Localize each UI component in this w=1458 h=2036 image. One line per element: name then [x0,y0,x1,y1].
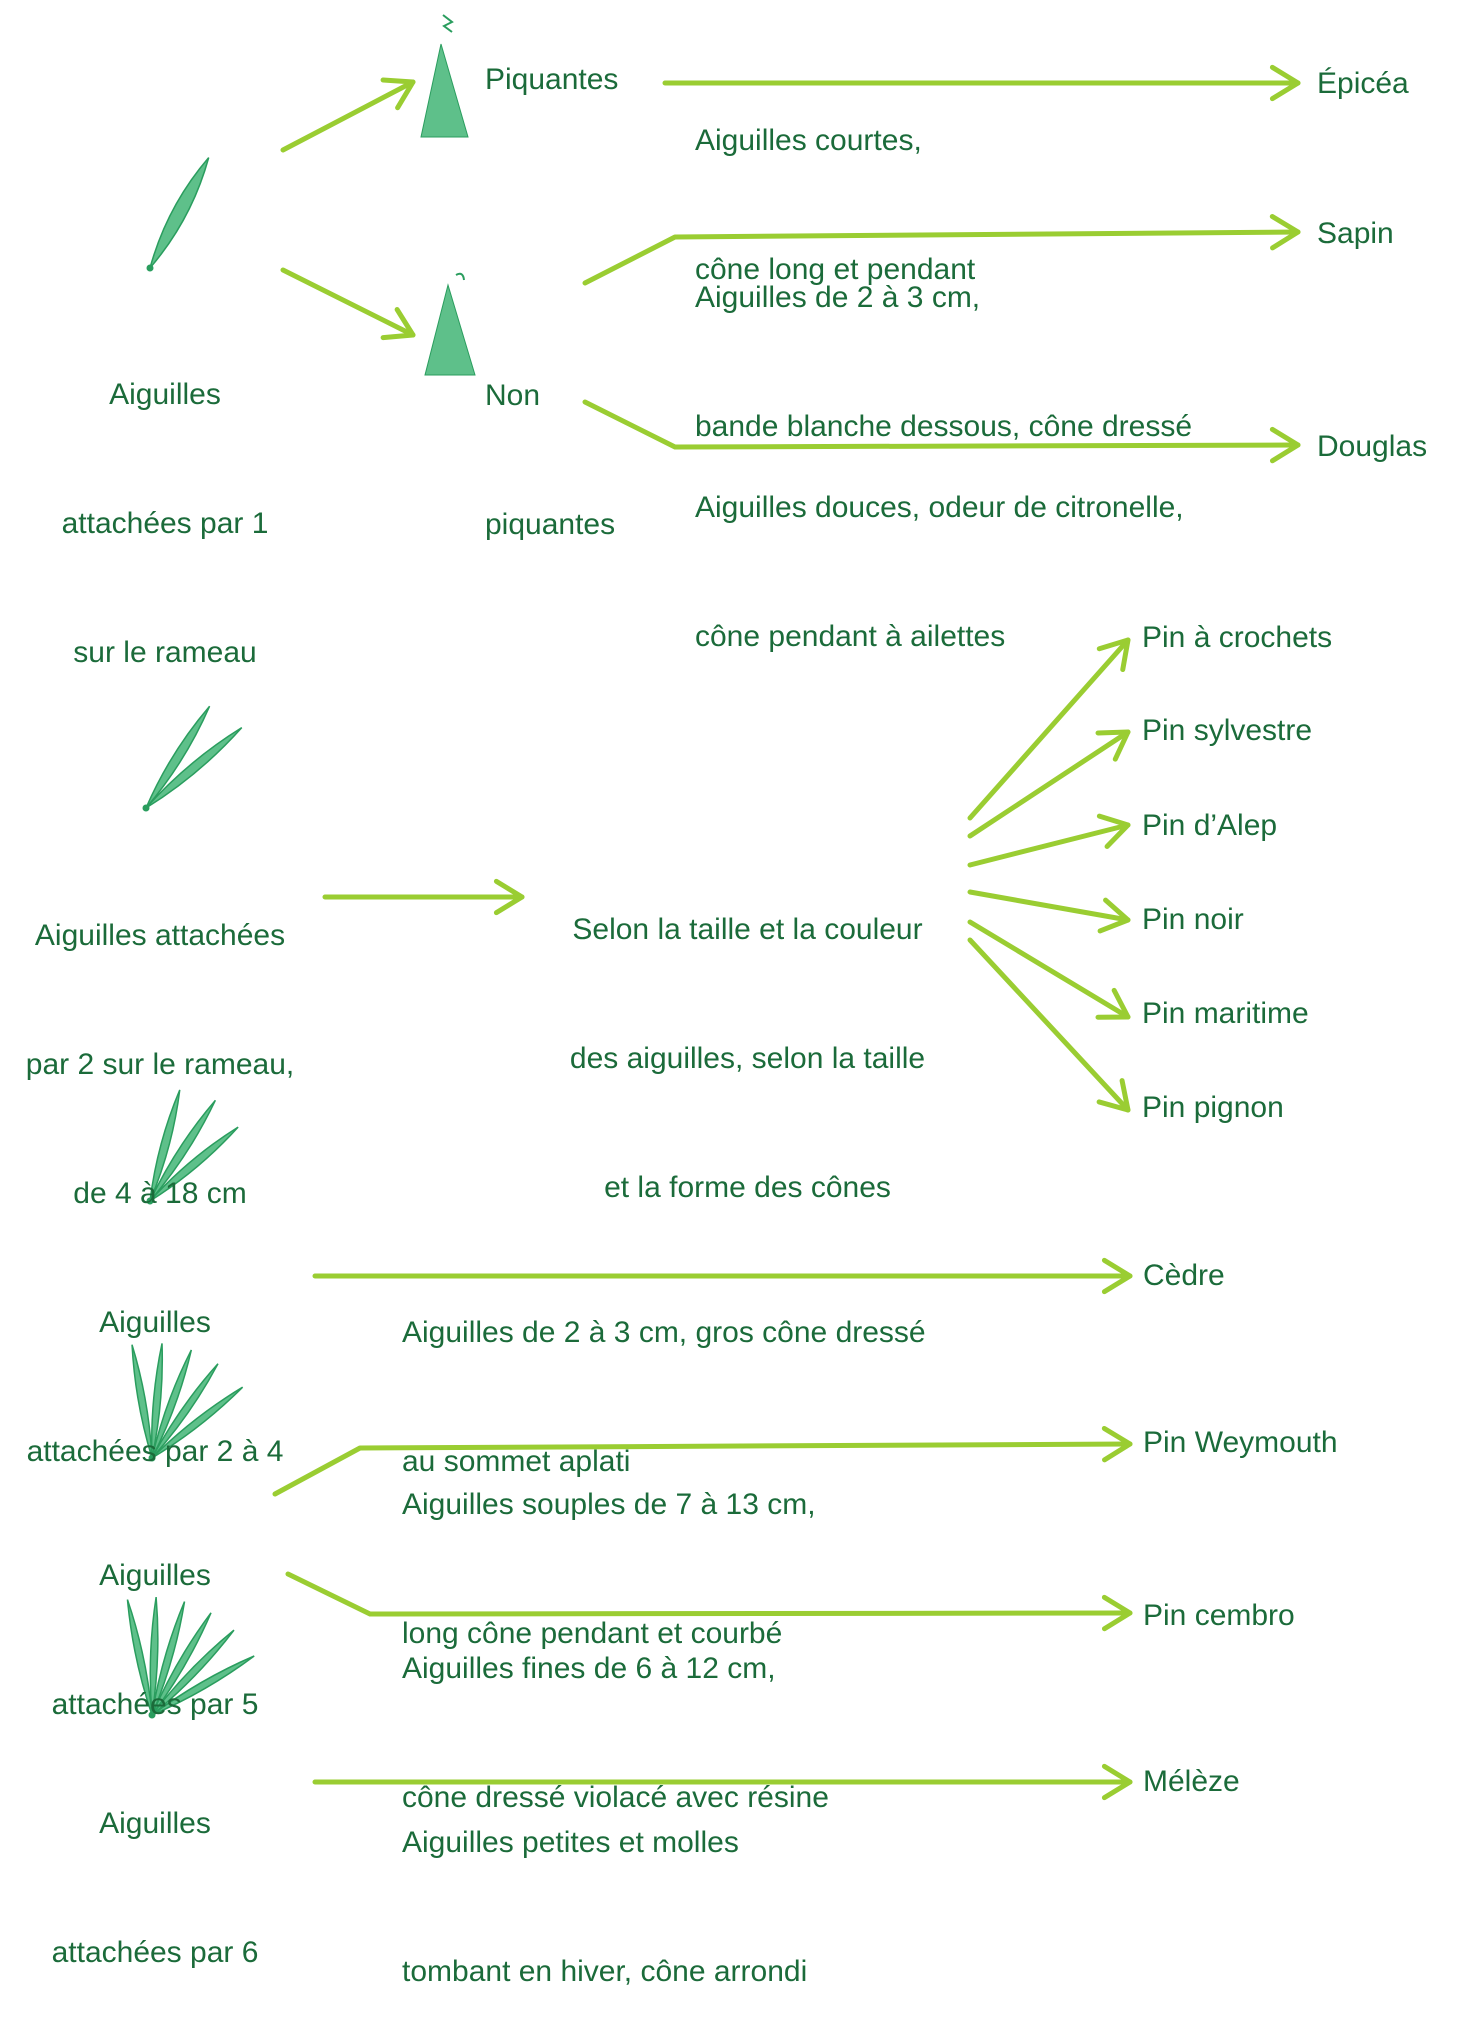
pin-a-crochets: Pin à crochets [1142,621,1333,654]
result-sapin: Sapin [1317,217,1394,250]
pin-pignon: Pin pignon [1142,1091,1284,1124]
arrow-to-pin-6 [967,937,1131,1113]
arrow-to-epicea-head [1269,64,1301,102]
arrow-to-pin-1 [967,637,1131,821]
arrow-to-pin-2-head [1095,729,1131,762]
needle-cluster-2-4-icon-a [149,1089,181,1202]
diagram-artwork [126,14,1301,1801]
label-attachees-par-1: Aiguilles attachées par 1 sur le rameau [61,378,269,669]
arrow-to-pin-5-head [1095,987,1131,1020]
arrow-to-pin-4 [967,889,1131,923]
arrow-to-pin-4-head [1097,897,1131,934]
needle-single-icon [149,157,210,269]
pin-noir: Pin noir [1142,903,1244,936]
label-non-piquantes: Non piquantes [485,379,616,541]
desc-pin-cembro: Aiguilles fines de 6 à 12 cm, cône dress… [402,1652,829,1814]
label-attachees-par-6: Aiguilles attachées par 6 [51,1807,259,1969]
needle-cluster-2-4-icon-c [149,1126,239,1202]
needle-cluster-5-icon-1 [150,1343,164,1459]
arrow-to-piquantes [280,79,416,153]
result-cedre: Cèdre [1143,1259,1225,1292]
result-meleze: Mélèze [1143,1765,1240,1798]
needle-pair-icon-b [145,727,243,809]
arrow-to-cedre-head [1101,1257,1133,1295]
arrow-to-pin-3 [967,822,1131,868]
desc-sapin: Aiguilles de 2 à 3 cm, bande blanche des… [695,281,1193,443]
needle-base-2 [142,804,150,812]
label-attachees-par-5: Aiguilles attachées par 5 [51,1559,259,1721]
needle-cluster-6-icon-3 [151,1612,212,1716]
arrow-to-pin-5 [967,919,1131,1020]
desc-pin-weymouth: Aiguilles souples de 7 à 13 cm, long côn… [402,1488,816,1650]
desc-douglas: Aiguilles douces, odeur de citronelle, c… [695,491,1184,653]
desc-cedre: Aiguilles de 2 à 3 cm, gros cône dressé … [402,1316,926,1478]
arrow-to-pin-cembro [285,1571,1133,1617]
label-piquantes: Piquantes [485,63,619,96]
needle-base-5 [148,1454,156,1462]
spike-icon [442,14,454,33]
needle-base-1 [146,264,154,272]
arrow-to-pin-6-head [1096,1078,1131,1113]
needle-cluster-6-icon-5 [151,1655,255,1716]
arrow-to-non-piquantes-head [380,307,416,341]
needle-base-3 [146,1197,154,1205]
result-pin-cembro: Pin cembro [1143,1599,1295,1632]
result-epicea: Épicéa [1317,67,1409,100]
needle-cluster-6-icon-2 [151,1601,186,1716]
result-douglas: Douglas [1317,430,1428,463]
needle-cluster-5-icon-0 [131,1344,153,1459]
soft-tip-icon [455,272,465,281]
arrow-to-pin-cembro-head [1101,1594,1133,1632]
needle-cluster-5-icon-4 [151,1386,244,1459]
arrow-to-sapin-head [1269,214,1301,251]
arrow-to-douglas-head [1269,426,1301,464]
pin-sylvestre: Pin sylvestre [1142,714,1313,747]
result-pin-weymouth: Pin Weymouth [1143,1426,1338,1459]
label-attachees-par-2-a-4: Aiguilles attachées par 2 à 4 [26,1306,284,1468]
arrow-to-pin-weymouth-head [1101,1425,1133,1463]
arrow-to-meleze-head [1101,1763,1133,1801]
arrow-to-pin-3-head [1096,813,1131,849]
needle-base-6 [148,1711,156,1719]
arrow-to-douglas [582,399,1301,450]
label-attachees-par-2: Aiguilles attachées par 2 sur le rameau,… [25,919,295,1210]
cone-piquant-icon [420,43,469,138]
arrow-to-piquantes-head [380,77,416,111]
needle-cluster-5-icon-2 [151,1349,193,1459]
arrow-to-pin-weymouth [272,1441,1133,1497]
arrow-to-sapin [582,229,1301,286]
arrow-to-non-piquantes [280,267,416,338]
arrow-to-criteria-head [493,878,525,916]
arrow-to-pin-1-head [1096,637,1131,673]
needle-cluster-6-icon-0 [126,1599,153,1716]
pin-d-alep: Pin d’Alep [1142,809,1278,842]
needle-cluster-6-icon-1 [149,1596,159,1716]
needle-cluster-2-4-icon-b [149,1099,217,1202]
desc-meleze: Aiguilles petites et molles tombant en h… [402,1826,808,1988]
needle-cluster-5-icon-3 [151,1363,219,1459]
desc-epicea: Aiguilles courtes, cône long et pendant [695,124,976,286]
criteria-text: Selon la taille et la couleur des aiguil… [569,913,926,1204]
arrow-to-pin-2 [967,729,1131,839]
pin-maritime: Pin maritime [1142,997,1309,1030]
needle-pair-icon-a [145,705,211,809]
cone-non-piquant-icon [424,283,476,376]
needle-cluster-6-icon-4 [151,1629,235,1716]
